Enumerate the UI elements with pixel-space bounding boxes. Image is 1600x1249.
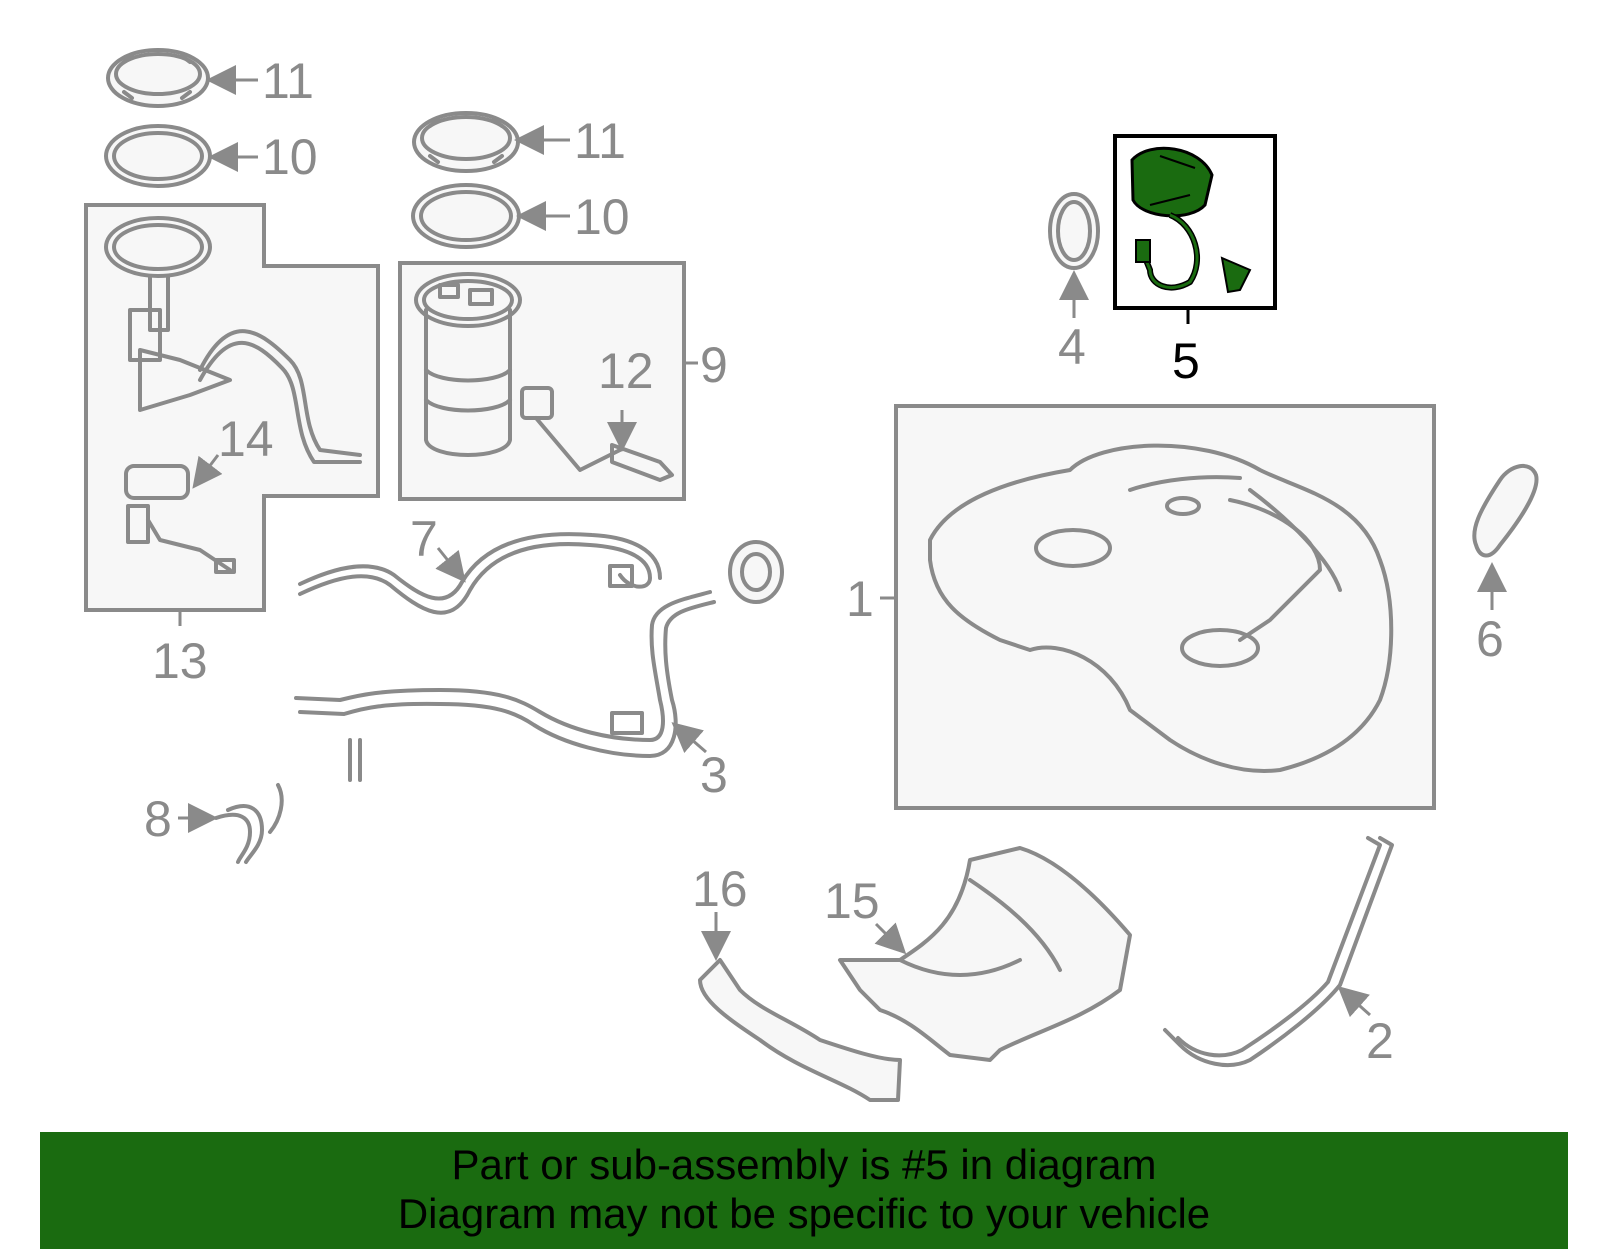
label-16[interactable]: 16 — [692, 861, 748, 917]
info-banner: Part or sub-assembly is #5 in diagram Di… — [40, 1132, 1568, 1249]
label-2[interactable]: 2 — [1366, 1013, 1394, 1069]
part-3-filler-pipe[interactable] — [294, 540, 784, 782]
label-10-left[interactable]: 10 — [262, 129, 318, 185]
part-2-tank-strap[interactable] — [1163, 836, 1394, 1067]
part-9-fuel-pump-module[interactable] — [398, 261, 686, 501]
part-10-gasket-left[interactable] — [104, 124, 212, 188]
arrow-3 — [671, 722, 707, 754]
part-5-fuel-cap-highlighted[interactable] — [1113, 134, 1277, 310]
part-10-gasket-middle[interactable] — [411, 183, 521, 249]
part-16-heat-shield[interactable] — [698, 958, 902, 1102]
part-8-hose[interactable] — [214, 783, 284, 864]
part-13-sender-assembly[interactable] — [84, 203, 380, 612]
part-11-lock-ring-left[interactable] — [106, 48, 210, 108]
label-11-left[interactable]: 11 — [262, 53, 314, 109]
label-11-middle[interactable]: 11 — [574, 113, 626, 169]
part-4-gasket[interactable] — [1048, 192, 1100, 270]
part-7-vent-hose[interactable] — [298, 532, 662, 615]
banner-line-1: Part or sub-assembly is #5 in diagram — [451, 1141, 1157, 1188]
label-6[interactable]: 6 — [1476, 611, 1504, 667]
arrow-14 — [192, 454, 223, 489]
label-9[interactable]: 9 — [700, 337, 728, 393]
label-5[interactable]: 5 — [1172, 333, 1200, 389]
arrow-2 — [1337, 986, 1371, 1018]
label-3[interactable]: 3 — [700, 747, 728, 803]
part-1-fuel-tank[interactable] — [894, 404, 1436, 810]
label-4[interactable]: 4 — [1058, 319, 1086, 375]
label-8[interactable]: 8 — [144, 791, 172, 847]
label-14[interactable]: 14 — [218, 411, 274, 467]
label-15[interactable]: 15 — [824, 873, 880, 929]
label-12[interactable]: 12 — [598, 343, 654, 399]
banner-line-2: Diagram may not be specific to your vehi… — [397, 1190, 1211, 1237]
label-10-middle[interactable]: 10 — [574, 189, 630, 245]
part-15-heat-shield[interactable] — [838, 846, 1132, 1062]
label-13[interactable]: 13 — [152, 633, 208, 689]
arrow-7 — [435, 547, 466, 583]
label-1[interactable]: 1 — [846, 571, 874, 627]
part-6-hose[interactable] — [1472, 464, 1539, 558]
arrow-15 — [874, 922, 907, 955]
part-11-lock-ring-middle[interactable] — [412, 111, 520, 173]
label-7[interactable]: 7 — [410, 511, 438, 567]
